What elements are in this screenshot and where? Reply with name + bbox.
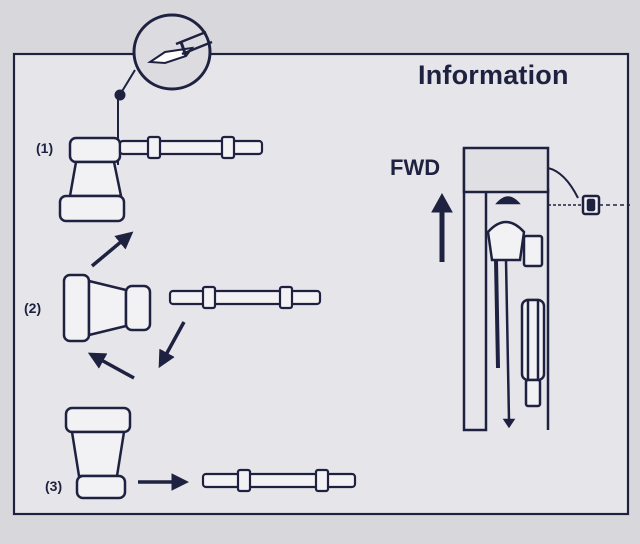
sequence-arrows: [87, 231, 189, 491]
forward-direction-label: FWD: [390, 155, 441, 180]
arrow-strap-down: [158, 321, 186, 369]
step-1-cup: [58, 136, 126, 223]
step-3-label: (3): [45, 478, 63, 494]
step-3-cup: [64, 406, 132, 500]
step-3-strap: [201, 468, 357, 493]
step-2-cup: [62, 273, 152, 343]
step-2-strap: [168, 285, 322, 310]
info-title: Information: [418, 60, 569, 90]
arrow-to-cup-2: [87, 352, 135, 380]
forward-arrow-icon: [431, 192, 453, 262]
cutting-detail-callout: [114, 13, 213, 165]
arrow-2-to-1: [90, 231, 134, 268]
step-1-strap: [118, 135, 264, 160]
cabin-installation-view: [462, 146, 630, 432]
step-2-label: (2): [24, 300, 42, 316]
step-1-label: (1): [36, 140, 54, 156]
